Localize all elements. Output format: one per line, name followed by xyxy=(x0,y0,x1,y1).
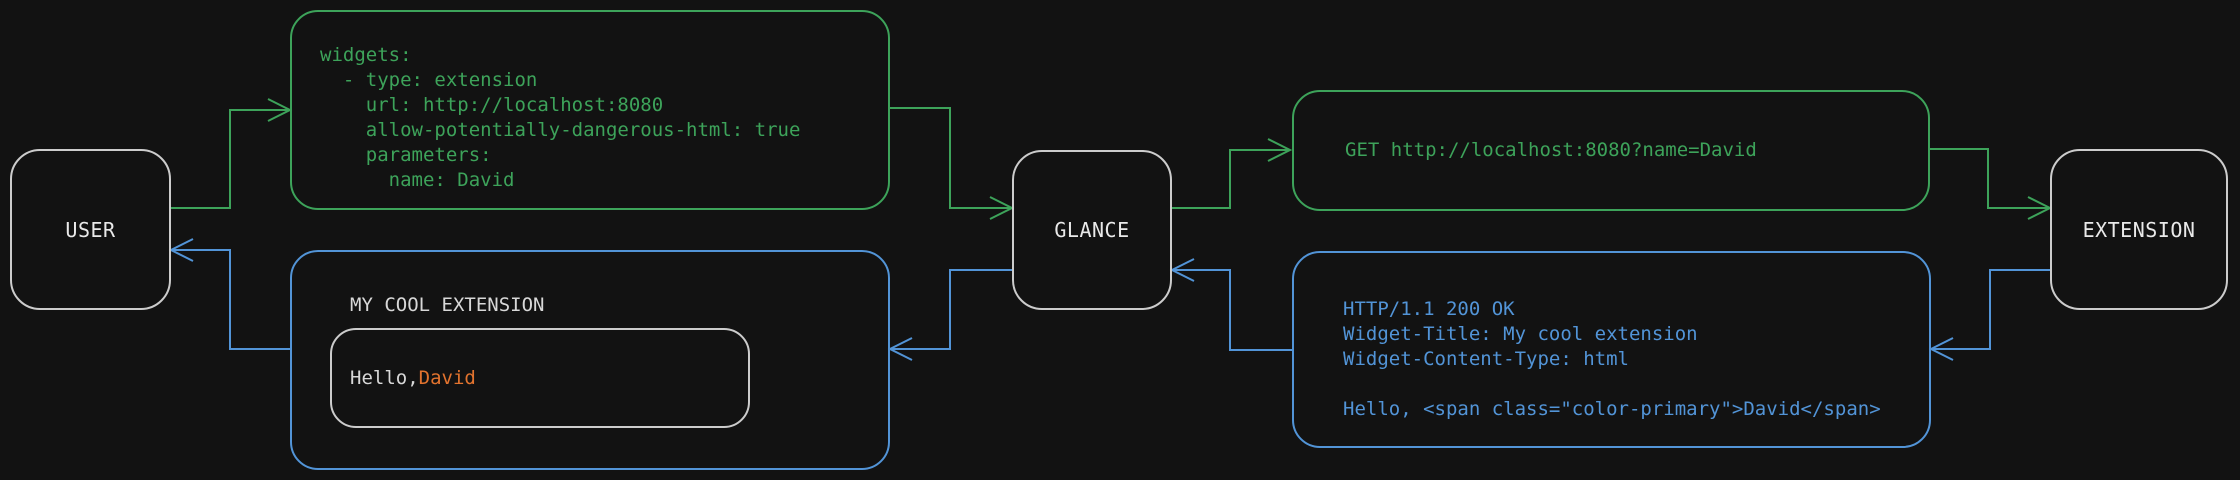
arrow-glance-to-widget xyxy=(890,269,1012,350)
arrowhead-glance-to-request xyxy=(1267,138,1293,162)
node-user: USER xyxy=(10,149,171,310)
arrow-request-to-extension xyxy=(1930,148,2050,209)
arrow-user-to-config xyxy=(171,109,290,209)
widget-preview-box: MY COOL EXTENSION Hello, David xyxy=(290,250,890,470)
node-extension-label: EXTENSION xyxy=(2082,217,2196,242)
arrowhead-extension-to-response xyxy=(1928,337,1954,361)
node-glance-label: GLANCE xyxy=(1054,218,1130,242)
arrowhead-response-to-glance xyxy=(1169,258,1195,282)
http-request-box: GET http://localhost:8080?name=David xyxy=(1292,90,1930,211)
node-extension: EXTENSION xyxy=(2050,149,2228,310)
arrow-config-to-glance xyxy=(890,107,1012,209)
http-response-box: HTTP/1.1 200 OK Widget-Title: My cool ex… xyxy=(1292,251,1931,448)
arrowhead-glance-to-widget xyxy=(887,337,913,361)
widget-preview-content-box: Hello, David xyxy=(330,328,750,428)
node-glance: GLANCE xyxy=(1012,150,1172,310)
greeting-name-text: David xyxy=(418,367,476,389)
config-yaml-code: widgets: - type: extension url: http://l… xyxy=(320,44,801,191)
http-request-code: GET http://localhost:8080?name=David xyxy=(1345,139,1757,161)
node-user-label: USER xyxy=(65,217,116,242)
config-yaml-box: widgets: - type: extension url: http://l… xyxy=(290,10,890,210)
arrow-widget-to-user xyxy=(171,249,290,350)
http-response-code: HTTP/1.1 200 OK Widget-Title: My cool ex… xyxy=(1343,298,1881,420)
arrow-extension-to-response xyxy=(1931,269,2050,350)
arrowhead-widget-to-user xyxy=(168,238,194,262)
arrow-glance-to-request xyxy=(1172,149,1290,209)
arrow-response-to-glance xyxy=(1172,269,1292,351)
greeting-prefix-text: Hello, xyxy=(350,367,419,389)
widget-preview-title: MY COOL EXTENSION xyxy=(350,294,545,316)
